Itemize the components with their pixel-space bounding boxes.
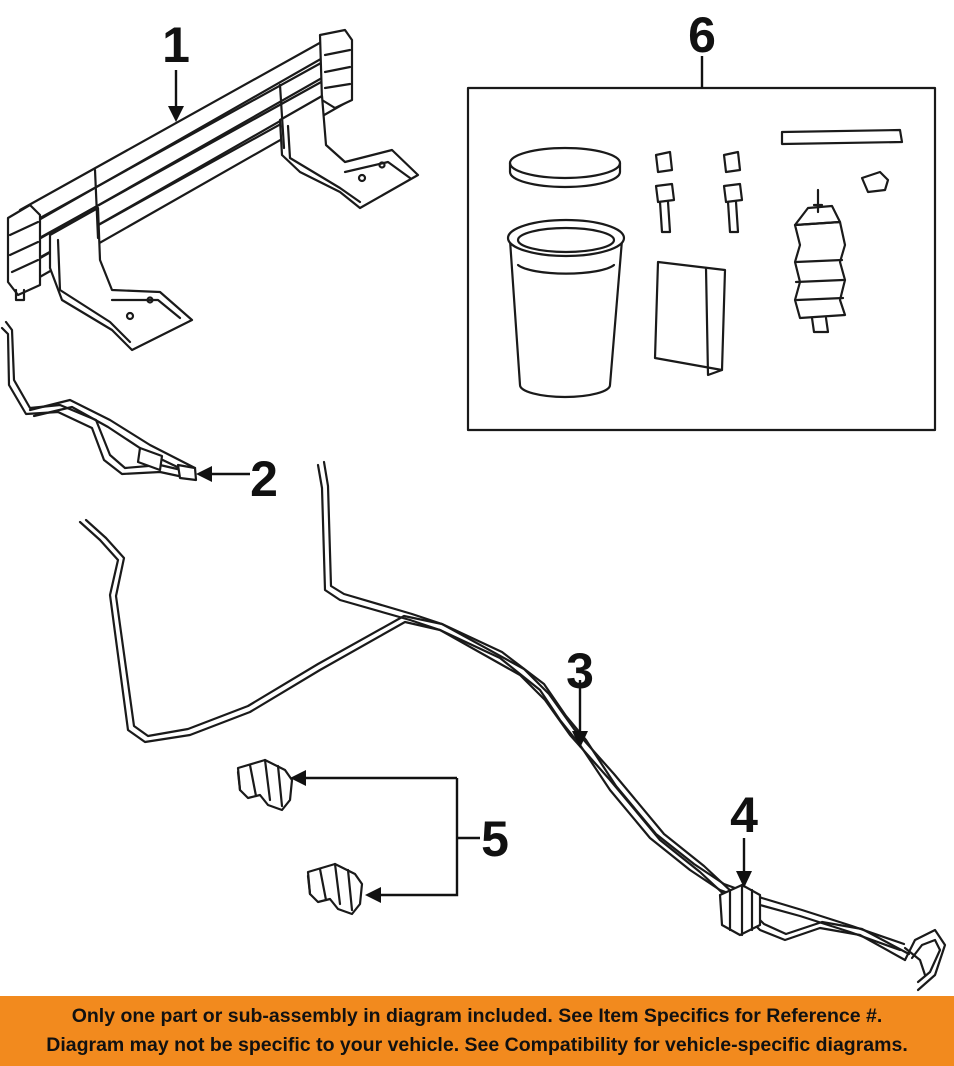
filter-kit-part-6[interactable] [466,86,937,432]
callout-4: 4 [730,787,758,843]
insulator-part-5-upper[interactable] [236,758,294,812]
line-clamp-part-4[interactable] [718,883,762,937]
callout-6: 6 [688,7,716,63]
leader-lines [168,56,752,903]
callout-1: 1 [162,17,190,73]
callout-2: 2 [250,451,278,507]
parts-diagram: 1 2 3 4 5 6 [0,7,947,992]
insulator-part-5-lower[interactable] [306,862,364,916]
callout-5: 5 [481,811,509,867]
cooler-line-part-2[interactable] [0,320,198,482]
oil-cooler-part-1[interactable] [6,28,420,352]
callout-3: 3 [566,643,594,699]
disclaimer-line-2: Diagram may not be specific to your vehi… [46,1034,908,1056]
disclaimer-banner: Only one part or sub-assembly in diagram… [0,996,954,1066]
cooler-line-part-3[interactable] [78,460,947,992]
disclaimer-line-1: Only one part or sub-assembly in diagram… [71,1005,883,1027]
